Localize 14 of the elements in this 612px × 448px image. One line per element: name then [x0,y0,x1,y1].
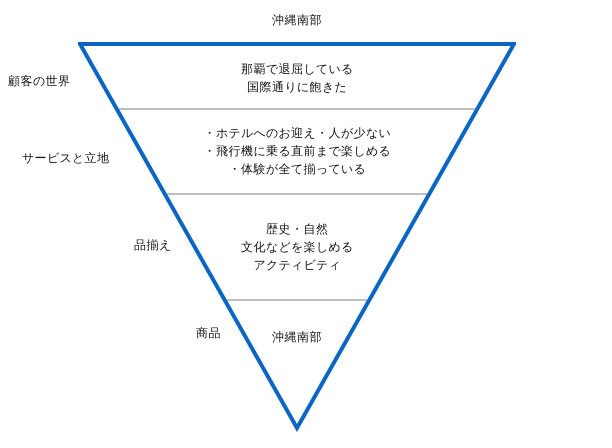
tier-text: 国際通りに飽きた [247,79,347,96]
title: 沖縄南部 [271,12,323,29]
tier-text: 沖縄南部 [272,329,322,346]
tier-label: 品揃え [134,237,172,254]
tier-text: 那覇で退屈している [240,61,354,78]
tier-label: 商品 [196,325,221,342]
tier-label: 顧客の世界 [8,73,70,90]
tier-text: ・体験が全て揃っている [228,161,366,178]
tier-text: ・ホテルへのお迎え・人が少ない [203,125,391,142]
tier-text: アクティビティ [253,257,341,274]
tier-text: 歴史・自然 [266,221,328,238]
tier-text: 文化などを楽しめる [240,239,354,256]
tier-label: サービスと立地 [22,150,110,167]
tier-text: ・飛行機に乗る直前まで楽しめる [203,143,391,160]
